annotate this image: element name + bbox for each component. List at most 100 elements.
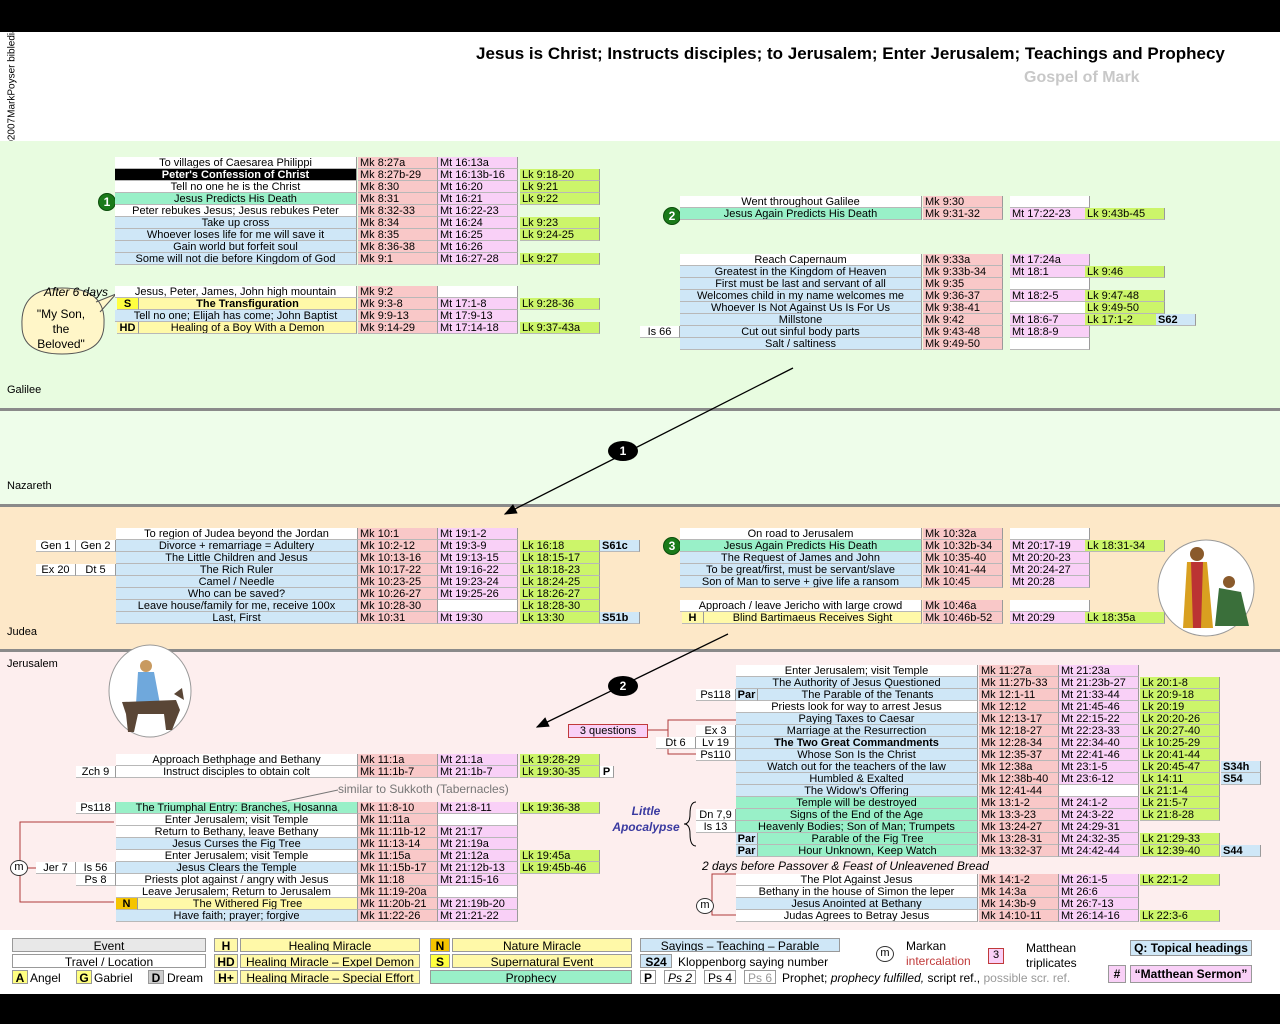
luke-ref: Lk 9:49-50 (1085, 302, 1165, 314)
event-cell: Enter Jerusalem; visit Temple (736, 665, 978, 677)
sukkoth-pointer (281, 789, 339, 803)
mark-ref: Mk 11:19-20a (358, 886, 438, 898)
luke-ref: Lk 17:1-2 (1085, 314, 1165, 326)
mark-ref: Mk 8:31 (358, 193, 438, 205)
event-cell: Tell no one he is the Christ (115, 181, 357, 193)
matthew-ref: Mt 20:17-19 (1010, 540, 1090, 552)
mark-ref: Mk 10:41-44 (923, 564, 1003, 576)
luke-ref: Lk 18:28-30 (520, 600, 600, 612)
mark-ref: Mk 12:41-44 (979, 785, 1059, 797)
event-cell: Bethany in the house of Simon the leper (736, 886, 978, 898)
matthew-ref: Mt 21:33-44 (1059, 689, 1139, 701)
luke-ref: Lk 13:30 (520, 612, 600, 624)
matthew-ref: Mt 26:7-13 (1059, 898, 1139, 910)
luke-ref: Lk 19:28-29 (520, 754, 600, 766)
matthew-ref: Mt 21:15-16 (438, 874, 518, 886)
luke-ref: Lk 9:46 (1085, 266, 1165, 278)
event-cell: Greatest in the Kingdom of Heaven (680, 266, 922, 278)
kloppenborg-ref: S44 (1221, 845, 1261, 857)
event-cell: Approach Bethphage and Bethany (116, 754, 358, 766)
legend-travel: Travel / Location (12, 954, 206, 968)
luke-ref: Lk 21:8-28 (1140, 809, 1220, 821)
luke-ref: Lk 20:9-18 (1140, 689, 1220, 701)
scripture-ref: Ex 3 (696, 725, 736, 737)
nazareth-band (0, 411, 1280, 504)
luke-ref: Lk 20:27-40 (1140, 725, 1220, 737)
kloppenborg-ref: S34h (1221, 761, 1261, 773)
event-cell: The Little Children and Jesus (116, 552, 358, 564)
luke-ref: Lk 12:39-40 (1140, 845, 1220, 857)
after-six-days: After 6 days (44, 285, 109, 299)
page-subtitle: Gospel of Mark (1024, 69, 1140, 86)
legend-intercalation: intercalation (906, 954, 971, 968)
event-cell: Temple will be destroyed (736, 797, 978, 809)
matthew-ref: Mt 20:29 (1010, 612, 1090, 624)
legend-triplicates: triplicates (1026, 956, 1077, 970)
matthew-ref: Mt 17:1-8 (438, 298, 518, 310)
matthew-ref (1010, 600, 1090, 612)
nature-miracle-tag: N (116, 898, 138, 910)
matthew-ref: Mt 22:23-33 (1059, 725, 1139, 737)
mark-ref: Mk 8:36-38 (358, 241, 438, 253)
matthew-ref: Mt 16:26 (438, 241, 518, 253)
event-cell: The Authority of Jesus Questioned (736, 677, 978, 689)
matthew-ref: Mt 24:3-22 (1059, 809, 1139, 821)
luke-ref: Lk 9:22 (520, 193, 600, 205)
luke-ref: Lk 18:35a (1085, 612, 1165, 624)
parable-tag: Par (736, 833, 758, 845)
event-cell: Approach / leave Jericho with large crow… (680, 600, 922, 612)
matthew-ref: Mt 19:13-15 (438, 552, 518, 564)
little-apocalypse-brace (683, 801, 697, 847)
luke-ref: Lk 9:37-43a (520, 322, 600, 334)
event-cell: The Request of James and John (680, 552, 922, 564)
event-cell: To be great/first, must be servant/slave (680, 564, 922, 576)
mark-ref: Mk 12:38b-40 (979, 773, 1059, 785)
scripture-ref: Is 56 (76, 862, 116, 874)
matthew-ref: Mt 16:27-28 (438, 253, 518, 265)
event-cell: Jesus Curses the Fig Tree (116, 838, 358, 850)
event-cell: Parable of the Fig Tree (758, 833, 978, 845)
luke-ref: Lk 20:1-8 (1140, 677, 1220, 689)
luke-ref: Lk 20:19 (1140, 701, 1220, 713)
event-cell: Camel / Needle (116, 576, 358, 588)
legend-p-tag: P (640, 970, 656, 984)
legend-n: Nature Miracle (452, 938, 632, 952)
mark-ref: Mk 12:12 (979, 701, 1059, 713)
mark-ref: Mk 9:42 (923, 314, 1003, 326)
parable-tag: Par (736, 845, 758, 857)
matthew-ref: Mt 18:2-5 (1010, 290, 1090, 302)
legend-q-heading: Q: Topical headings (1130, 940, 1252, 956)
matthew-ref: Mt 19:1-2 (438, 528, 518, 540)
matthew-ref: Mt 21:1a (438, 754, 518, 766)
matthew-ref: Mt 24:1-2 (1059, 797, 1139, 809)
event-cell: Priests plot against / angry with Jesus (116, 874, 358, 886)
legend-ps6: Ps 6 (744, 970, 776, 984)
luke-ref: Lk 22:1-2 (1140, 874, 1220, 886)
matthew-ref: Mt 21:19b-20 (438, 898, 518, 910)
prediction-marker-2: 2 (663, 207, 681, 225)
kloppenborg-ref: S61c (600, 540, 640, 552)
matthew-ref: Mt 26:14-16 (1059, 910, 1139, 922)
matthew-ref (438, 600, 518, 612)
event-cell: Divorce + remarriage = Adultery (116, 540, 358, 552)
mark-ref: Mk 14:1-2 (979, 874, 1059, 886)
mark-ref: Mk 10:28-30 (358, 600, 438, 612)
mark-ref: Mk 9:49-50 (923, 338, 1003, 350)
event-cell: Whoever loses life for me will save it (115, 229, 357, 241)
luke-ref: Lk 18:26-27 (520, 588, 600, 600)
matthew-ref (1059, 785, 1139, 797)
legend-gabriel: Gabriel (94, 971, 133, 985)
matthew-ref: Mt 17:14-18 (438, 322, 518, 334)
mark-ref: Mk 14:3a (979, 886, 1059, 898)
mark-ref: Mk 11:1a (358, 754, 438, 766)
galilee-separator (0, 408, 1280, 411)
legend-event: Event (12, 938, 206, 952)
scripture-ref: Is 66 (640, 326, 680, 338)
luke-ref: Lk 9:21 (520, 181, 600, 193)
luke-ref: Lk 19:45b-46 (520, 862, 600, 874)
region-galilee: Galilee (7, 384, 42, 396)
matthew-ref: Mt 21:23a (1059, 665, 1139, 677)
event-cell: Jesus Again Predicts His Death (680, 208, 922, 220)
event-cell: Heavenly Bodies; Son of Man; Trumpets (736, 821, 978, 833)
mark-ref: Mk 13:24-27 (979, 821, 1059, 833)
